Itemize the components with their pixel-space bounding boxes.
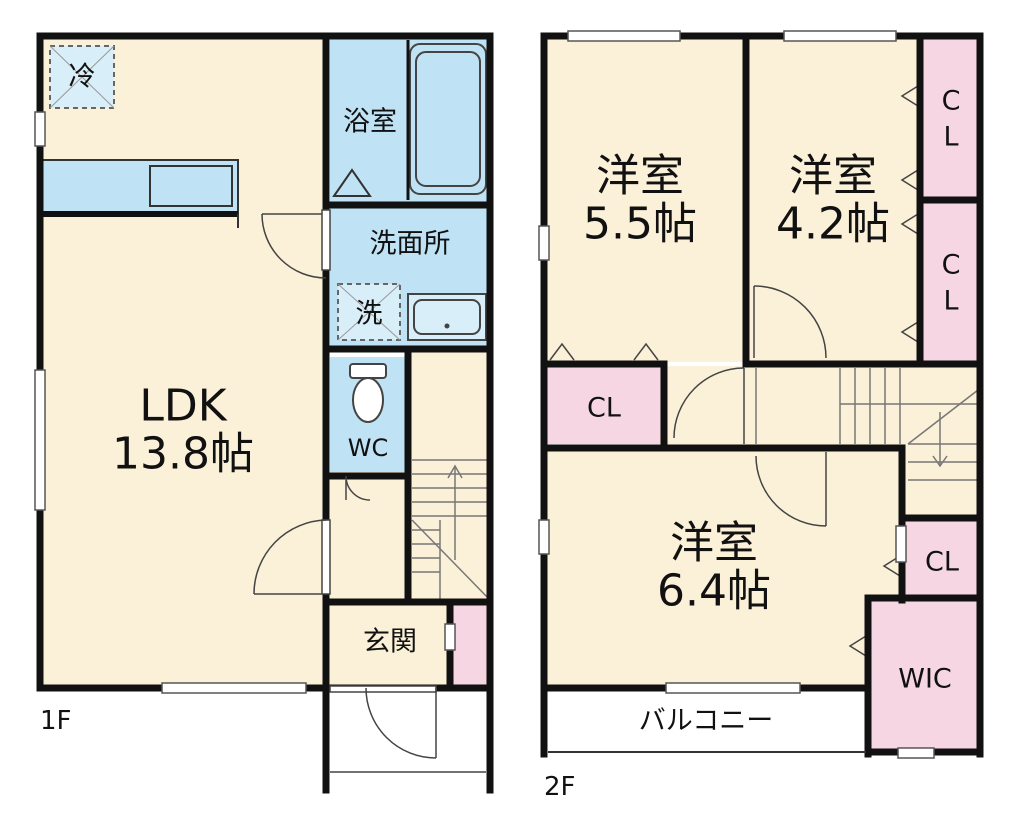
- entrance-label: 玄関: [363, 626, 417, 658]
- east-room-name: 洋室: [788, 150, 877, 202]
- south-room-floor: [546, 450, 900, 686]
- south-room-size: 6.4帖: [657, 565, 771, 616]
- closet-left-label: CL: [587, 392, 621, 424]
- west-room-label: 洋室 5.5帖: [583, 152, 697, 247]
- floor-2f-label: 2F: [544, 772, 576, 802]
- bathtub: [409, 43, 487, 195]
- bath-label: 浴室: [343, 106, 397, 138]
- second-floor: [538, 30, 984, 759]
- east-room-size: 4.2帖: [776, 198, 890, 249]
- closet-top-label: C L: [941, 85, 961, 153]
- west-room-name: 洋室: [595, 150, 684, 202]
- balcony-floor: [546, 690, 866, 752]
- west-room-size: 5.5帖: [583, 198, 697, 249]
- wic-label: WIC: [898, 663, 952, 695]
- closet-mid-fill: [922, 202, 978, 362]
- balcony-label: バルコニー: [638, 705, 774, 737]
- ldk-label: LDK 13.8帖: [112, 382, 254, 477]
- closet-right-fill: [904, 520, 978, 596]
- entrance-floor: [330, 604, 448, 686]
- closet-mid-label: C L: [941, 249, 961, 317]
- east-room-label: 洋室 4.2帖: [776, 152, 890, 247]
- washroom-label: 洗面所: [369, 228, 451, 260]
- shoe-closet: [452, 604, 490, 686]
- vanity: [407, 293, 487, 341]
- closet-top-fill: [922, 38, 978, 198]
- wic-fill: [870, 600, 978, 750]
- toilet-bowl: [352, 377, 384, 423]
- fridge-symbol: 冷: [68, 61, 96, 93]
- ldk-floor: [40, 38, 326, 686]
- ldk-size: 13.8帖: [112, 428, 254, 479]
- washer-symbol: 洗: [355, 298, 383, 330]
- ldk-name: LDK: [139, 380, 227, 432]
- closet-right-label: CL: [925, 546, 959, 578]
- floor-1f-label: 1F: [40, 706, 72, 736]
- closet-left-fill: [546, 366, 662, 444]
- kitchen-sink: [149, 165, 233, 207]
- west-room-floor: [546, 38, 744, 362]
- east-room-floor: [750, 38, 918, 362]
- south-room-name: 洋室: [669, 517, 758, 569]
- toilet-tank: [349, 363, 387, 379]
- south-room-label: 洋室 6.4帖: [657, 519, 771, 614]
- wc-label: WC: [347, 434, 389, 462]
- first-floor: [34, 32, 494, 794]
